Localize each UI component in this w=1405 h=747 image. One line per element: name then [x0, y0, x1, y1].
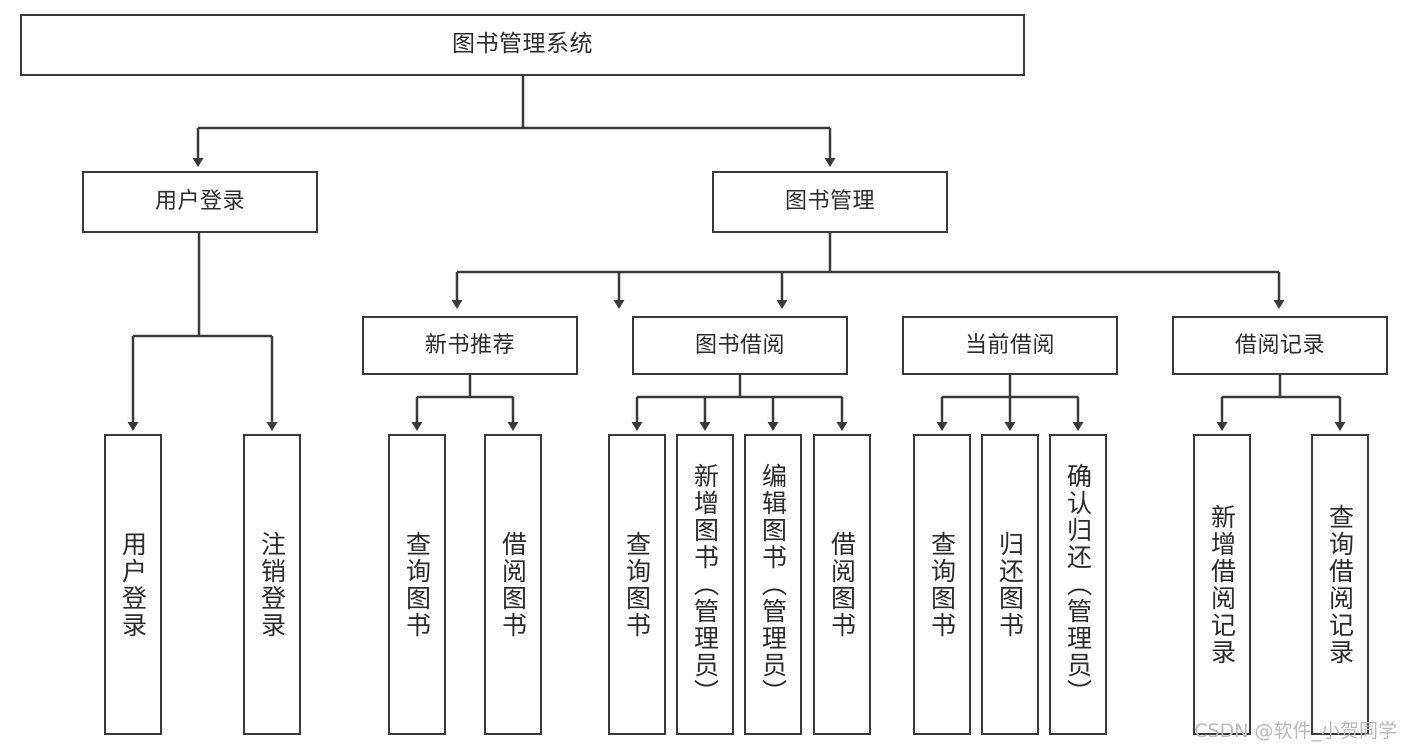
leaf-recommend-borrow-book[interactable]: 借阅图书 — [484, 434, 542, 735]
leaf-record-add-record[interactable]: 新增借阅记录 — [1193, 434, 1251, 735]
leaf-current-return-book[interactable]: 归还图书 — [981, 434, 1039, 735]
node-label: 注销登录 — [257, 530, 287, 639]
node-label: 查询借阅记录 — [1325, 503, 1355, 666]
watermark: CSDN @软件_小贺同学 — [1194, 720, 1397, 742]
node-label: 图书管理系统 — [452, 31, 593, 58]
node-label: 用户登录 — [118, 530, 148, 639]
node-book-management[interactable]: 图书管理 — [712, 171, 948, 233]
node-label: 借阅图书 — [498, 530, 528, 639]
node-label: 借阅图书 — [827, 530, 857, 639]
node-label: 图书管理 — [784, 189, 875, 215]
node-user-login[interactable]: 用户登录 — [82, 171, 318, 233]
node-label: 新书推荐 — [424, 332, 515, 358]
node-label: 用户登录 — [154, 189, 245, 215]
node-current-borrow[interactable]: 当前借阅 — [902, 316, 1118, 375]
node-label: 新增图书（管理员） — [690, 463, 720, 706]
node-root-library-management-system[interactable]: 图书管理系统 — [20, 14, 1025, 76]
node-label: 归还图书 — [995, 530, 1025, 639]
node-label: 查询图书 — [622, 530, 652, 639]
node-new-book-recommend[interactable]: 新书推荐 — [362, 316, 578, 375]
leaf-user-login-login[interactable]: 用户登录 — [104, 434, 162, 735]
leaf-current-query-book[interactable]: 查询图书 — [913, 434, 971, 735]
node-label: 当前借阅 — [964, 332, 1055, 358]
node-label: 图书借阅 — [694, 332, 785, 358]
leaf-borrow-add-book-admin[interactable]: 新增图书（管理员） — [676, 434, 734, 735]
leaf-current-confirm-return-admin[interactable]: 确认归还（管理员） — [1049, 434, 1107, 735]
node-label: 查询图书 — [402, 530, 432, 639]
node-label: 查询图书 — [927, 530, 957, 639]
node-borrow-record[interactable]: 借阅记录 — [1172, 316, 1388, 375]
node-label: 编辑图书（管理员） — [758, 463, 788, 706]
node-label: 借阅记录 — [1234, 332, 1325, 358]
leaf-recommend-query-book[interactable]: 查询图书 — [388, 434, 446, 735]
leaf-borrow-edit-book-admin[interactable]: 编辑图书（管理员） — [744, 434, 802, 735]
leaf-borrow-borrow-book[interactable]: 借阅图书 — [813, 434, 871, 735]
leaf-borrow-query-book[interactable]: 查询图书 — [608, 434, 666, 735]
node-label: 确认归还（管理员） — [1063, 463, 1093, 706]
node-label: 新增借阅记录 — [1207, 503, 1237, 666]
leaf-record-query-record[interactable]: 查询借阅记录 — [1311, 434, 1369, 735]
node-book-borrow[interactable]: 图书借阅 — [632, 316, 848, 375]
leaf-user-login-logout[interactable]: 注销登录 — [243, 434, 301, 735]
